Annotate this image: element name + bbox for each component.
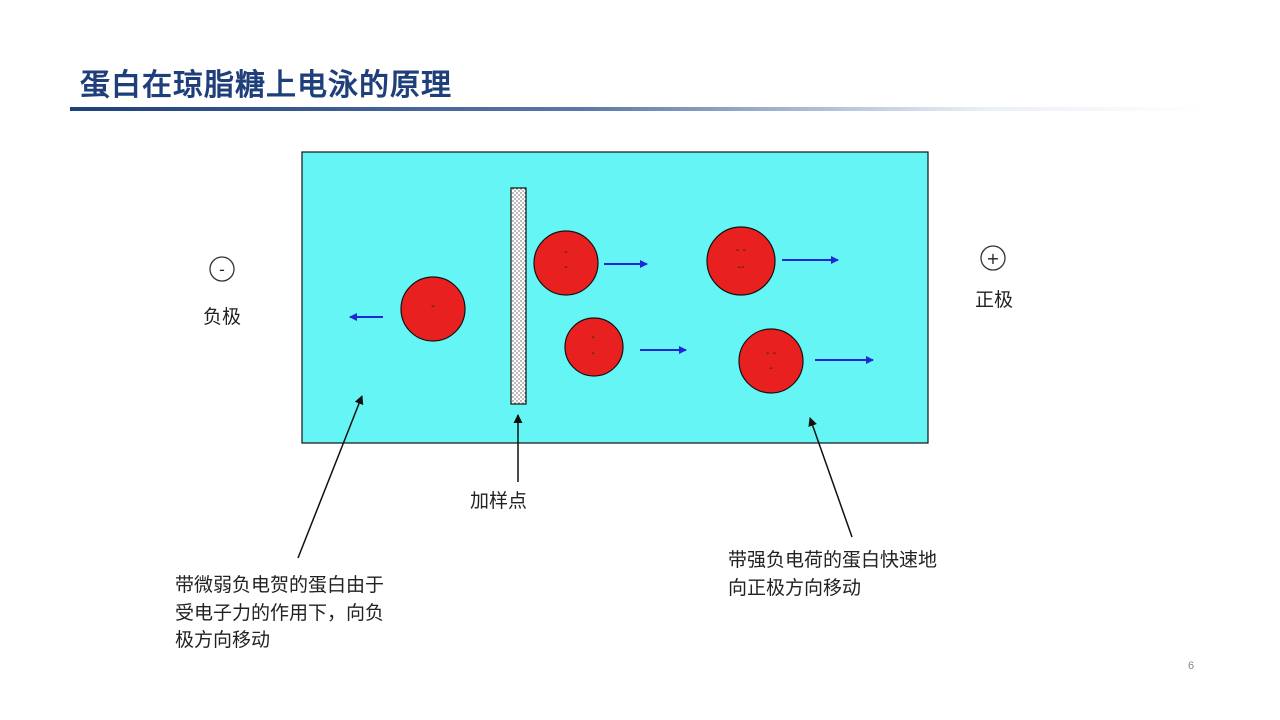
negative-electrode-label: 负极 [203, 306, 241, 328]
title-underline [70, 107, 1210, 111]
protein-charge-label: -- [737, 262, 745, 273]
protein-charge-label: - - [736, 245, 747, 256]
negative-symbol: - [219, 260, 225, 279]
protein-strong-charge-1: - - [533, 230, 599, 296]
positive-electrode-icon [980, 245, 1006, 271]
protein-charge-label: - [564, 247, 568, 258]
page-title: 蛋白在琼脂糖上电泳的原理 [80, 68, 452, 103]
negative-electrode-icon [209, 256, 235, 282]
weak-charge-caption: 带微弱负电贺的蛋白由于 受电子力的作用下，向负 极方向移动 [175, 572, 384, 655]
protein-charge-label: - [591, 332, 595, 343]
weak-charge-line-3: 极方向移动 [175, 629, 271, 652]
protein-strong-charge-3: - - -- [706, 226, 776, 296]
protein-strong-charge-4: - - - [738, 328, 804, 394]
weak-charge-line-1: 带微弱负电贺的蛋白由于 [175, 574, 385, 596]
protein-charge-label: - [591, 348, 595, 359]
sample-point-label: 加样点 [470, 490, 528, 512]
positive-symbol: + [986, 249, 999, 268]
protein-charge-label: - [564, 262, 568, 273]
negative-electrode: - [209, 256, 235, 282]
agarose-gel [301, 151, 929, 444]
callout-arrow-weak [297, 395, 364, 559]
callout-arrow-strong [808, 417, 853, 538]
positive-electrode: + [980, 245, 1006, 271]
protein-strong-charge-2: - - [564, 317, 624, 377]
protein-charge-label: - - [766, 348, 777, 359]
protein-charge-label: - [431, 299, 435, 312]
weak-charge-line-2: 受电子力的作用下，向负 [175, 601, 385, 624]
protein-weak-charge: - [400, 276, 466, 342]
strong-charge-line-1: 带强负电荷的蛋白快速地 [728, 549, 938, 571]
strong-charge-line-2: 向正极方向移动 [728, 576, 862, 599]
sample-well [510, 187, 527, 405]
page-number: 6 [1188, 660, 1195, 672]
protein-charge-label: - [769, 363, 773, 374]
strong-charge-caption: 带强负电荷的蛋白快速地 向正极方向移动 [728, 547, 937, 602]
positive-electrode-label: 正极 [975, 289, 1013, 311]
